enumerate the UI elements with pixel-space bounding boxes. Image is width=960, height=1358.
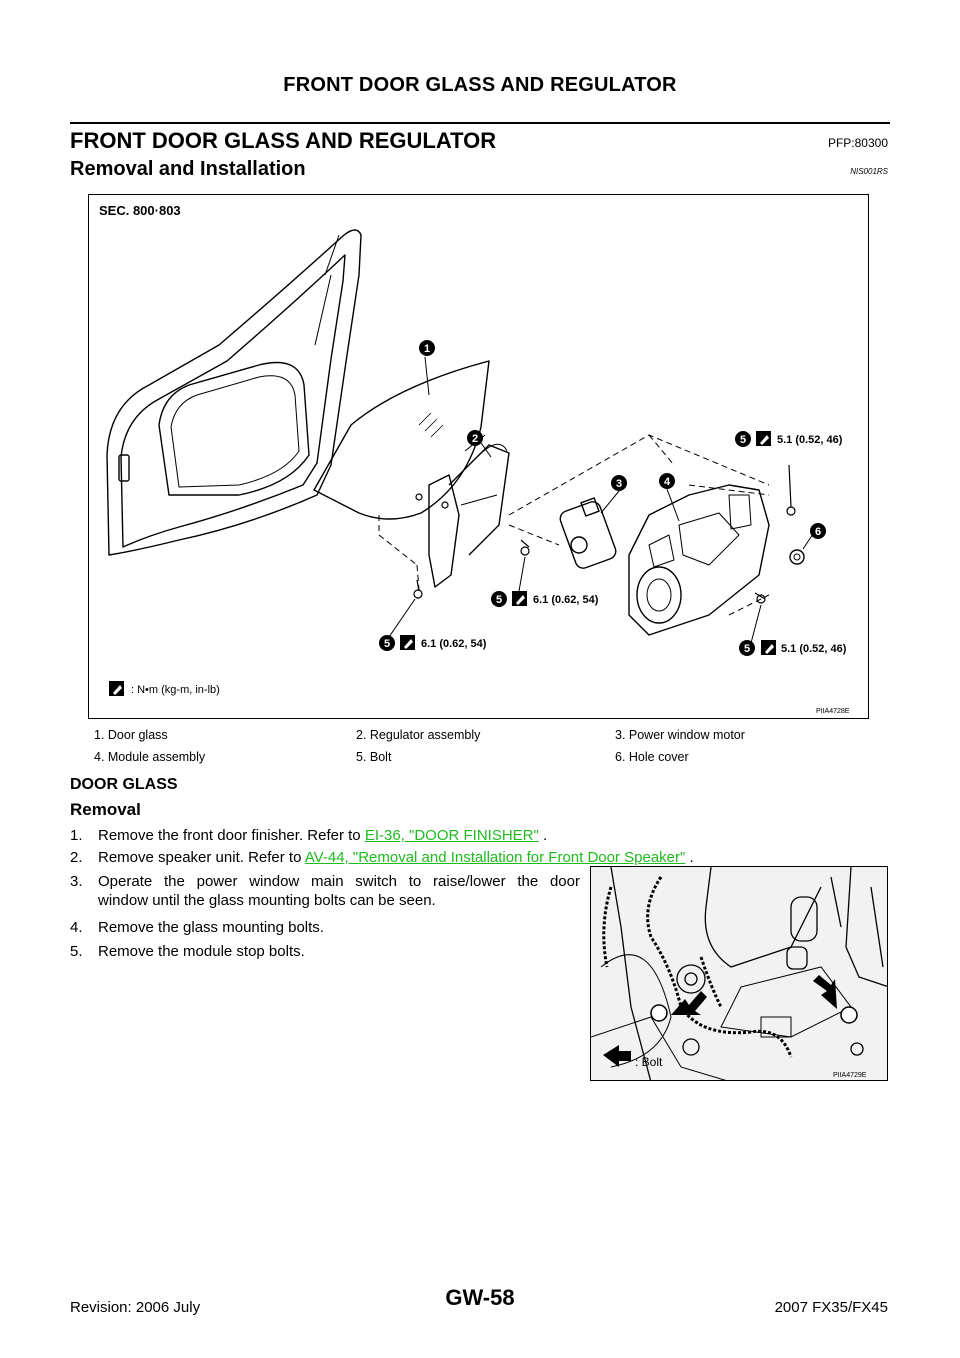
step-number: 2. — [70, 849, 83, 866]
step-text-line2: window until the glass mounting bolts ca… — [98, 892, 436, 909]
step-3: 3. Operate the power window main switch t… — [70, 872, 580, 910]
footer-model: 2007 FX35/FX45 — [774, 1299, 888, 1316]
header-rule — [70, 122, 890, 124]
footer-revision: Revision: 2006 July — [70, 1299, 201, 1316]
legend-item: 6. Hole cover — [615, 750, 689, 764]
page-number: GW-58 — [445, 1285, 515, 1310]
running-header: FRONT DOOR GLASS AND REGULATOR — [283, 74, 677, 96]
ref-link-av-44[interactable]: AV-44, "Removal and Installation for Fro… — [304, 849, 686, 866]
section-code: NIS001RS — [850, 167, 888, 176]
door-frame — [106, 229, 362, 556]
module-assembly — [628, 484, 770, 636]
step-5: 5. Remove the module stop bolts. — [70, 942, 305, 961]
step-number: 4. — [70, 919, 83, 936]
callout-2: 2 — [472, 433, 478, 445]
legend-item: 3. Power window motor — [615, 728, 745, 742]
power-window-motor — [559, 497, 617, 569]
legend-row: 1. Door glass 2. Regulator assembly 3. P… — [94, 728, 874, 750]
callout-5-c: 5 — [384, 638, 390, 650]
removal-heading: Removal — [70, 800, 141, 819]
bolt-icon — [413, 464, 796, 604]
door-glass — [313, 360, 490, 520]
legend-item: 5. Bolt — [356, 750, 392, 764]
step-2: 2. Remove speaker unit. Refer to AV-44, "… — [70, 849, 694, 866]
callout-5-b: 5 — [496, 594, 502, 606]
torque-value-3: 6.1 (0.62, 54) — [421, 638, 487, 650]
exploded-view-figure: SEC. 800·803 1 2 3 4 6 5 5 5 5 — [88, 194, 869, 719]
callout-3: 3 — [616, 478, 622, 490]
callout-5-a: 5 — [740, 434, 746, 446]
step-1: 1. Remove the front door finisher. Refer … — [70, 827, 548, 844]
legend-row: 4. Module assembly 5. Bolt 6. Hole cover — [94, 750, 874, 772]
parts-legend: 1. Door glass 2. Regulator assembly 3. P… — [94, 728, 874, 772]
ref-link-ei-36[interactable]: EI-36, "DOOR FINISHER" — [364, 827, 539, 844]
callout-5-d: 5 — [744, 643, 750, 655]
step-number: 1. — [70, 827, 83, 844]
torque-value-2: 6.1 (0.62, 54) — [533, 594, 599, 606]
bolt-location-drawing: : Bolt PIIA4729E — [591, 867, 887, 1080]
torque-wrench-icon — [109, 431, 776, 696]
step-text: Remove the module stop bolts. — [98, 943, 305, 960]
bolt-icon — [650, 1004, 858, 1024]
exploded-view-drawing: SEC. 800·803 1 2 3 4 6 5 5 5 5 — [99, 203, 850, 715]
step-number: 3. — [70, 873, 83, 890]
step-4: 4. Remove the glass mounting bolts. — [70, 918, 324, 937]
step-text: Remove the front door finisher. Refer to — [98, 827, 365, 844]
legend-item: 2. Regulator assembly — [356, 728, 481, 742]
section-number-label: SEC. 800·803 — [99, 203, 181, 218]
callouts: 1 2 3 4 6 5 5 5 5 — [379, 340, 826, 656]
hole-cover-icon — [789, 549, 805, 565]
torque-unit-legend: : N•m (kg-m, in-lb) — [131, 684, 220, 696]
step-text: Remove the glass mounting bolts. — [98, 919, 324, 936]
callout-1: 1 — [424, 343, 430, 355]
callout-4: 4 — [664, 476, 671, 488]
regulator-assembly — [428, 474, 460, 588]
section-title: FRONT DOOR GLASS AND REGULATOR — [70, 128, 497, 153]
arrow-icon — [603, 975, 837, 1067]
step-number: 5. — [70, 943, 83, 960]
legend-item: 4. Module assembly — [94, 750, 206, 764]
torque-value-4: 5.1 (0.52, 46) — [781, 643, 847, 655]
callout-6: 6 — [815, 526, 821, 538]
door-window-opening — [158, 361, 310, 496]
door-handle-icon — [118, 454, 130, 482]
legend-item: 1. Door glass — [94, 728, 168, 742]
figure-image-id: PIIA4729E — [833, 1072, 867, 1079]
bolt-legend-label: : Bolt — [635, 1055, 663, 1069]
pfp-code: PFP:80300 — [827, 136, 888, 150]
step-text-line1: Operate the power window main switch to … — [98, 873, 580, 890]
subsection-title: Removal and Installation — [70, 158, 306, 180]
door-glass-heading: DOOR GLASS — [70, 776, 178, 793]
bolt-location-figure: : Bolt PIIA4729E — [590, 866, 888, 1081]
figure-image-id: PIIA4728E — [816, 708, 850, 715]
torque-value-1: 5.1 (0.52, 46) — [777, 434, 843, 446]
step-text: Remove speaker unit. Refer to — [98, 849, 305, 866]
